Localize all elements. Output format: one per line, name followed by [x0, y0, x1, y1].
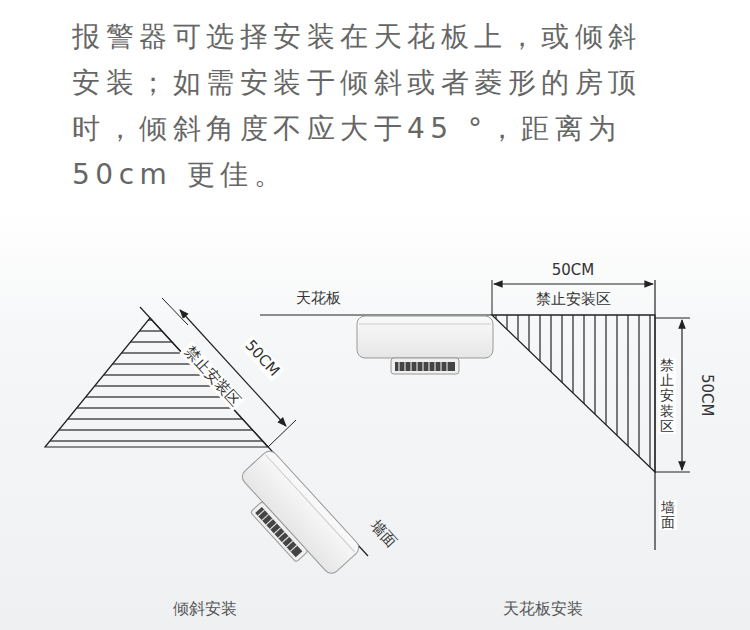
forbidden-zone [492, 315, 655, 472]
dimension-label: 50CM [240, 335, 284, 380]
wall-line [654, 280, 655, 550]
dimension-line [681, 320, 682, 470]
dimension-line [494, 283, 653, 284]
wall-label: 墙面 [659, 500, 677, 531]
detector [357, 316, 493, 374]
detector [227, 448, 362, 587]
forbidden-zone [45, 318, 268, 447]
zone-label: 禁止安装区 [536, 291, 611, 308]
caption: 倾斜安装 [173, 600, 237, 618]
dimension-label: 50CM [552, 262, 595, 279]
caption: 天花板安装 [503, 600, 583, 618]
zone-label: 禁止安装区 [658, 358, 676, 435]
dimension-line [180, 310, 286, 426]
wall-label: 墙面 [368, 517, 400, 550]
dimension-label: 50CM [698, 374, 715, 417]
intro-text: 报警器可选择安装在天花板上，或倾斜 安装；如需安装于倾斜或者菱形的房顶 时，倾斜… [72, 14, 712, 198]
ceiling-label: 天花板 [296, 290, 341, 307]
